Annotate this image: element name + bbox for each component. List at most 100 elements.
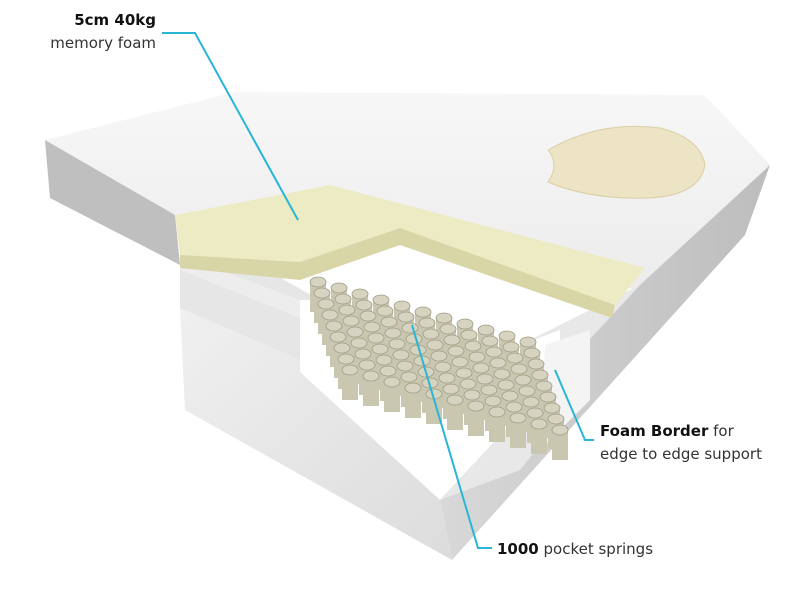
spring-top: [341, 364, 359, 376]
spring-top: [418, 317, 436, 329]
spring-top: [309, 276, 327, 288]
spring-top: [456, 318, 474, 330]
pillow: [547, 125, 706, 199]
spring-top: [530, 418, 548, 430]
spring-top: [397, 311, 415, 323]
spring-top: [519, 336, 537, 348]
spring-top: [526, 407, 544, 419]
spring-top: [531, 369, 549, 381]
spring-top: [442, 383, 460, 395]
spring-top: [359, 310, 377, 322]
callout-memory-foam: 5cm 40kg memory foam: [0, 9, 156, 55]
spring-top: [493, 368, 511, 380]
spring-top: [338, 304, 356, 316]
spring-top: [376, 305, 394, 317]
spring-top: [383, 376, 401, 388]
spring-top: [476, 373, 494, 385]
spring-top: [547, 413, 565, 425]
spring-top: [401, 322, 419, 334]
springs-label: pocket springs: [538, 540, 654, 558]
spring-top: [414, 306, 432, 318]
spring-body: [384, 382, 400, 412]
memory-foam-edge: [180, 228, 615, 318]
spring-top: [539, 391, 557, 403]
spring-top: [346, 326, 364, 338]
spring-top: [485, 346, 503, 358]
spring-top: [384, 327, 402, 339]
spring-top: [451, 356, 469, 368]
spring-top: [551, 424, 569, 436]
memory-foam-label: memory foam: [50, 34, 156, 52]
spring-top: [501, 390, 519, 402]
spring-top: [510, 363, 528, 375]
spring-body: [489, 412, 505, 442]
spring-top: [317, 298, 335, 310]
spring-top: [405, 333, 423, 345]
spring-top: [480, 384, 498, 396]
callout-line-springs: [411, 324, 492, 549]
spring-top: [372, 294, 390, 306]
spring-body: [552, 430, 568, 460]
spring-top: [430, 350, 448, 362]
spring-top: [481, 335, 499, 347]
callout-springs: 1000 pocket springs: [497, 538, 653, 561]
spring-top: [375, 354, 393, 366]
cut-floor: [180, 308, 452, 560]
spring-top: [535, 380, 553, 392]
spring-body: [447, 400, 463, 430]
spring-top: [350, 337, 368, 349]
spring-top: [313, 287, 331, 299]
spring-top: [509, 412, 527, 424]
spring-body: [426, 394, 442, 424]
spring-top: [388, 338, 406, 350]
spring-top: [477, 324, 495, 336]
spring-top: [367, 332, 385, 344]
spring-top: [439, 323, 457, 335]
spring-top: [522, 396, 540, 408]
spring-top: [488, 406, 506, 418]
spring-top: [422, 328, 440, 340]
spring-top: [351, 288, 369, 300]
memory-foam-top: [175, 185, 645, 305]
spring-top: [426, 339, 444, 351]
spring-body: [363, 376, 379, 406]
spring-top: [489, 357, 507, 369]
spring-top: [497, 379, 515, 391]
spring-top: [342, 315, 360, 327]
spring-top: [354, 348, 372, 360]
spring-top: [459, 378, 477, 390]
spring-body: [342, 370, 358, 400]
spring-top: [438, 372, 456, 384]
spring-top: [400, 371, 418, 383]
spring-top: [505, 401, 523, 413]
spring-top: [325, 320, 343, 332]
spring-top: [363, 321, 381, 333]
callout-line-memory-foam: [162, 32, 299, 221]
spring-top: [460, 329, 478, 341]
spring-top: [330, 282, 348, 294]
spring-top: [498, 330, 516, 342]
spring-top: [392, 349, 410, 361]
spring-top: [467, 400, 485, 412]
spring-top: [463, 389, 481, 401]
memory-foam-spec: 5cm 40kg: [74, 11, 156, 29]
spring-top: [355, 299, 373, 311]
spring-top: [334, 293, 352, 305]
spring-top: [434, 361, 452, 373]
spring-top: [523, 347, 541, 359]
spring-top: [464, 340, 482, 352]
spring-top: [358, 359, 376, 371]
foam-border-for: for: [708, 422, 734, 440]
spring-body: [468, 406, 484, 436]
foam-border-title: Foam Border: [600, 422, 709, 440]
spring-top: [396, 360, 414, 372]
spring-top: [543, 402, 561, 414]
spring-body: [510, 418, 526, 448]
spring-top: [380, 316, 398, 328]
spring-top: [502, 341, 520, 353]
spring-top: [329, 331, 347, 343]
spring-top: [337, 353, 355, 365]
spring-top: [371, 343, 389, 355]
